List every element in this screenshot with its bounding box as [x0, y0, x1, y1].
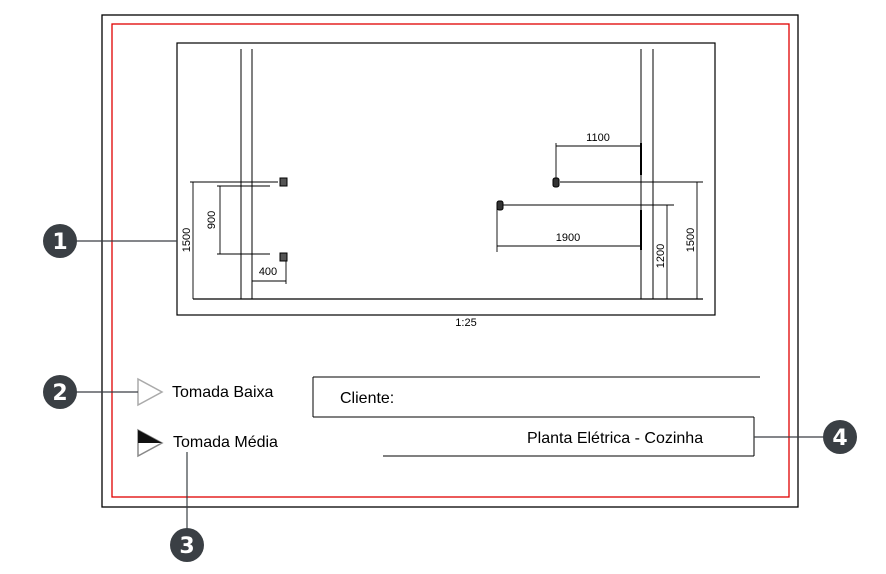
dim-right-top: 1100: [586, 132, 610, 144]
sheet-outer-frame: [101, 14, 799, 508]
callout-3: 3: [170, 528, 204, 562]
dim-right-mid: 1900: [556, 232, 580, 244]
outlet-medium-fill: [138, 430, 162, 443]
callout-number: 2: [52, 381, 67, 406]
outlet-low-triangle-icon: [137, 377, 164, 407]
outlet-low-icon: [279, 252, 288, 262]
outlet-symbols: [279, 177, 560, 262]
client-label: Cliente:: [340, 390, 394, 407]
callout-number: 1: [52, 230, 67, 255]
callout-2: 2: [43, 375, 77, 409]
dim-left-total: 1500: [181, 228, 193, 252]
callout-4: 4: [823, 420, 857, 454]
drawing-title: Planta Elétrica - Cozinha: [527, 430, 703, 447]
walls: [193, 49, 703, 300]
outlet-medium-icon: [496, 200, 504, 211]
dim-left-between: 900: [206, 211, 218, 229]
scale-label: 1:25: [455, 317, 476, 329]
floor-plan-view: 1500 900 400 1100 1900 1200 1500 1:25: [176, 42, 716, 329]
outlet-medium-icon: [552, 177, 560, 188]
legend: Tomada Baixa Tomada Média: [137, 377, 278, 458]
dim-left-offset: 400: [259, 266, 277, 278]
dim-right-height-low: 1200: [655, 244, 667, 268]
callout-1: 1: [43, 224, 77, 258]
sheet-red-border: [111, 23, 790, 498]
callout-number: 3: [179, 534, 194, 559]
callout-number: 4: [832, 426, 847, 451]
dim-right-total: 1500: [685, 228, 697, 252]
legend-tomada-media: Tomada Média: [173, 434, 278, 451]
legend-tomada-baixa: Tomada Baixa: [172, 384, 273, 401]
viewport-frame: [176, 42, 716, 316]
outlet-low-icon: [279, 177, 288, 187]
dimension-lines: [190, 143, 703, 299]
title-block: [312, 376, 760, 457]
